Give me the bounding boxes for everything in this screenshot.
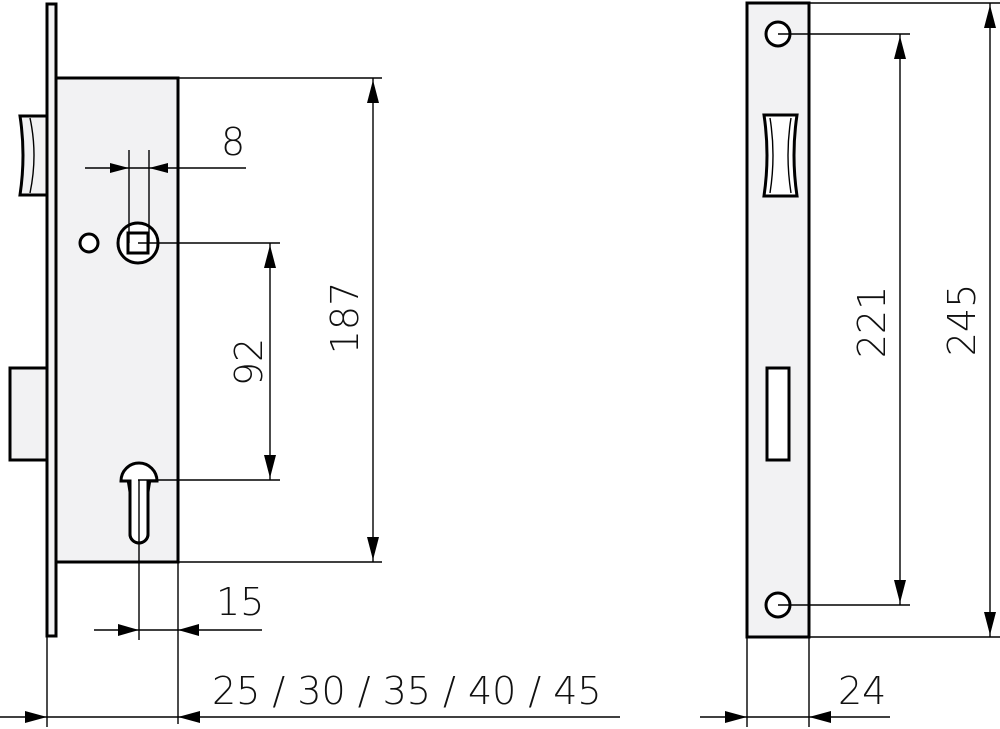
dim-label-15: 15 (216, 580, 264, 624)
dim-cam-offset: 8 (85, 120, 246, 243)
dim-cylinder-offset: 15 (94, 480, 264, 724)
faceplate-front-view (745, 1, 811, 639)
latch-opening (762, 113, 799, 198)
lock-case (54, 76, 180, 564)
dim-plate-height: 245 (809, 2, 1000, 638)
dim-case-height: 187 (178, 77, 382, 563)
dim-label-backset: 25 / 30 / 35 / 40 / 45 (212, 669, 602, 713)
dim-label-187: 187 (323, 282, 367, 355)
dead-bolt (8, 366, 49, 462)
dim-hole-spacing: 221 (778, 33, 910, 606)
dim-label-24: 24 (838, 669, 886, 713)
dim-handle-to-cylinder: 92 (138, 242, 280, 481)
screw-hole (78, 232, 100, 254)
dim-plate-width: 24 (700, 637, 890, 727)
dim-backset: 25 / 30 / 35 / 40 / 45 (0, 636, 620, 727)
faceplate-front (745, 1, 811, 639)
dim-label-92: 92 (227, 338, 271, 386)
dim-label-245: 245 (940, 284, 984, 357)
bolt-opening (765, 366, 791, 462)
dim-label-221: 221 (850, 286, 894, 359)
dim-label-8: 8 (221, 120, 245, 164)
mortise-lock-view (8, 2, 180, 638)
